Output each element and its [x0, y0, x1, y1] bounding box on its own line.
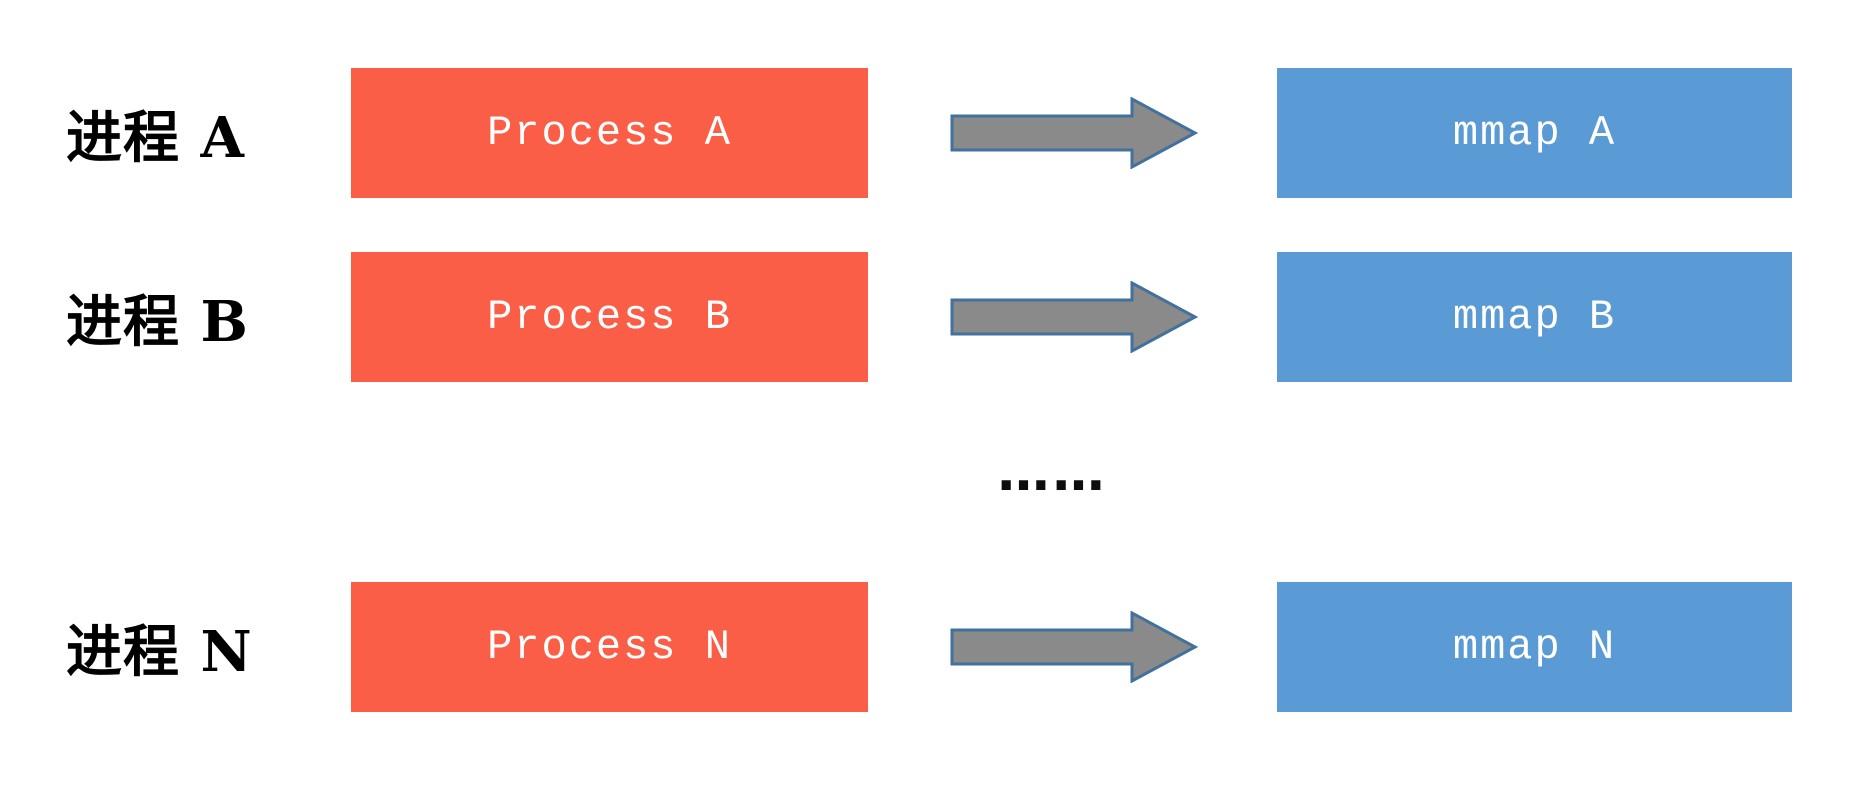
mmap-a-box-label: mmap A — [1452, 109, 1617, 157]
ellipsis-dots: …… — [997, 443, 1108, 503]
process-b-row-label: 进程 B — [66, 288, 249, 355]
process-a-box-label: Process A — [487, 109, 732, 157]
process-a-box: Process A — [351, 68, 868, 198]
mmap-b-box: mmap B — [1277, 252, 1792, 382]
right-arrow-icon — [950, 611, 1198, 683]
mmap-b-box-label: mmap B — [1452, 293, 1617, 341]
process-n-box: Process N — [351, 582, 868, 712]
diagram-row-a: 进程 A Process A mmap A — [0, 68, 1850, 198]
diagram-row-b: 进程 B Process B mmap B — [0, 252, 1850, 382]
mmap-n-box: mmap N — [1277, 582, 1792, 712]
process-b-box-label: Process B — [487, 293, 732, 341]
right-arrow-icon — [950, 281, 1198, 353]
diagram-row-n: 进程 N Process N mmap N — [0, 582, 1850, 712]
process-a-row-label: 进程 A — [66, 104, 245, 171]
process-n-row-label: 进程 N — [66, 618, 253, 685]
right-arrow-icon — [950, 97, 1198, 169]
process-n-box-label: Process N — [487, 623, 732, 671]
mmap-n-box-label: mmap N — [1452, 623, 1617, 671]
process-b-box: Process B — [351, 252, 868, 382]
mmap-a-box: mmap A — [1277, 68, 1792, 198]
